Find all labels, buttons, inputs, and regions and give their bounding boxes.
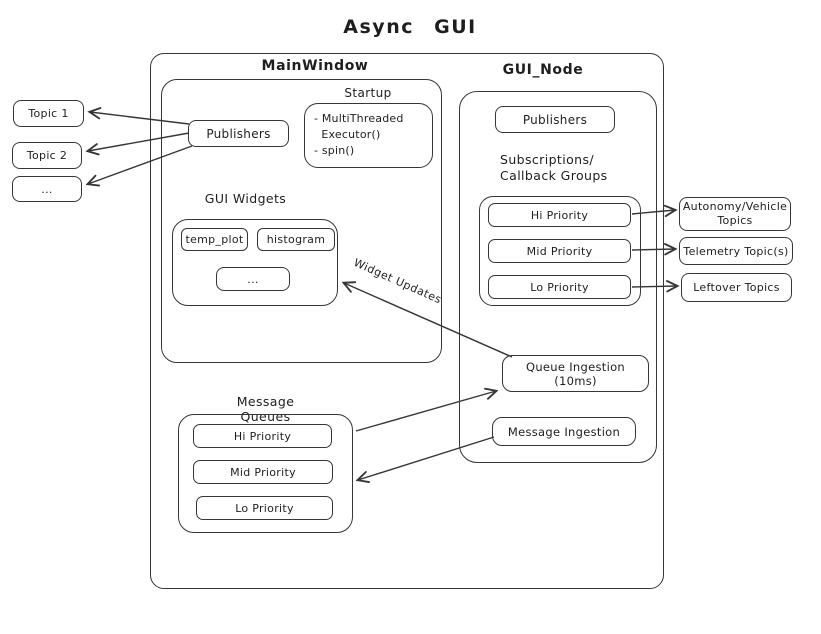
queue-mid-priority: Mid Priority	[193, 460, 333, 484]
gui-node-publishers-node: Publishers	[495, 106, 615, 133]
leftover-topics-node: Leftover Topics	[681, 273, 792, 302]
widget-histogram: histogram	[257, 228, 335, 251]
mainwindow-frame	[161, 79, 442, 363]
autonomy-vehicle-topics-node: Autonomy/Vehicle Topics	[679, 197, 791, 231]
subscriptions-frame	[479, 196, 641, 306]
gui-node-label: GUI_Node	[502, 62, 584, 78]
message-queues-frame	[178, 414, 353, 533]
gui-node-lo-priority: Lo Priority	[488, 275, 631, 299]
startup-node	[304, 103, 433, 168]
startup-body: - MultiThreaded Executor() - spin()	[314, 112, 404, 157]
telemetry-topics-node: Telemetry Topic(s)	[679, 237, 793, 265]
startup-label: Startup	[344, 86, 392, 100]
widget-temp-plot: temp_plot	[181, 228, 248, 251]
message-ingestion-node: Message Ingestion	[492, 417, 636, 446]
message-queues-label: Message Queues	[236, 394, 295, 424]
diagram-title: Async GUI	[343, 16, 477, 38]
gui-node-mid-priority: Mid Priority	[488, 239, 631, 263]
widget-more: ...	[216, 267, 290, 291]
topic-more-node: ...	[12, 176, 82, 202]
gui-node-frame	[459, 91, 657, 463]
gui-node-hi-priority: Hi Priority	[488, 203, 631, 227]
subscriptions-label: Subscriptions/ Callback Groups	[500, 152, 608, 184]
queue-ingestion-node: Queue Ingestion (10ms)	[502, 355, 649, 392]
mainwindow-label: MainWindow	[261, 58, 369, 74]
mainwindow-publishers-node: Publishers	[188, 120, 289, 147]
topic-1-node: Topic 1	[13, 100, 84, 127]
queue-lo-priority: Lo Priority	[196, 496, 333, 520]
system-frame	[150, 53, 664, 589]
queue-hi-priority: Hi Priority	[193, 424, 332, 448]
topic-2-node: Topic 2	[12, 142, 82, 169]
gui-widgets-frame	[172, 219, 338, 306]
gui-widgets-label: GUI Widgets	[204, 191, 287, 206]
